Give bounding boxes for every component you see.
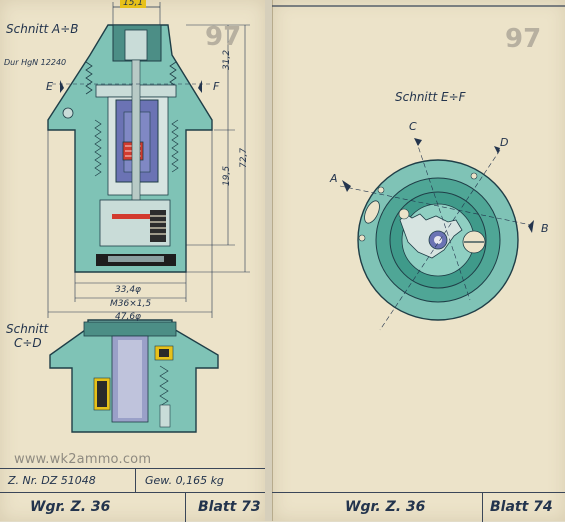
title-block-right <box>272 492 565 522</box>
watermark: www.wk2ammo.com <box>14 452 152 467</box>
cut-mark-d: D <box>500 136 509 149</box>
sheet-gap <box>265 0 272 521</box>
drawing-number-cell <box>0 469 136 493</box>
title-block-row-2 <box>0 492 265 522</box>
part-name-cell <box>0 493 186 522</box>
sheet-number-right: Blatt 74 <box>490 499 553 515</box>
part-name-cell-right <box>272 493 483 522</box>
section-cd-label-line1: Schnitt <box>6 322 49 336</box>
dim-top-width: 15,1 <box>120 0 147 8</box>
cut-mark-e: E <box>46 80 53 93</box>
sheet-number-left: Blatt 73 <box>198 499 261 515</box>
cut-mark-b: B <box>541 222 549 235</box>
weight: Gew. 0,165 kg <box>145 474 224 487</box>
cut-mark-c: C <box>409 120 417 133</box>
fuze-section-drawing <box>47 2 250 433</box>
cut-mark-f: F <box>213 80 220 93</box>
red-slider <box>112 214 154 219</box>
cut-mark-a: A <box>330 172 338 185</box>
stamp-number-left: 97 <box>205 22 242 52</box>
part-name-right: Wgr. Z. 36 <box>345 499 426 515</box>
section-cd-label-line2: C÷D <box>14 336 42 350</box>
drawing-number: Z. Nr. DZ 51048 <box>8 474 96 487</box>
dim-thread: M36×1,5 <box>110 299 152 309</box>
material-note: Dur HgN 12240 <box>4 58 67 67</box>
dim-outer-diameter: 47,6φ <box>115 312 141 322</box>
section-ef-label: Schnitt E÷F <box>395 90 466 104</box>
stamp-number-right: 97 <box>505 24 542 54</box>
dim-inner-diameter: 33,4φ <box>115 285 141 295</box>
section-ab-label: Schnitt A÷B <box>6 22 79 36</box>
part-name-left: Wgr. Z. 36 <box>30 499 111 515</box>
title-block-row-1 <box>0 468 265 493</box>
